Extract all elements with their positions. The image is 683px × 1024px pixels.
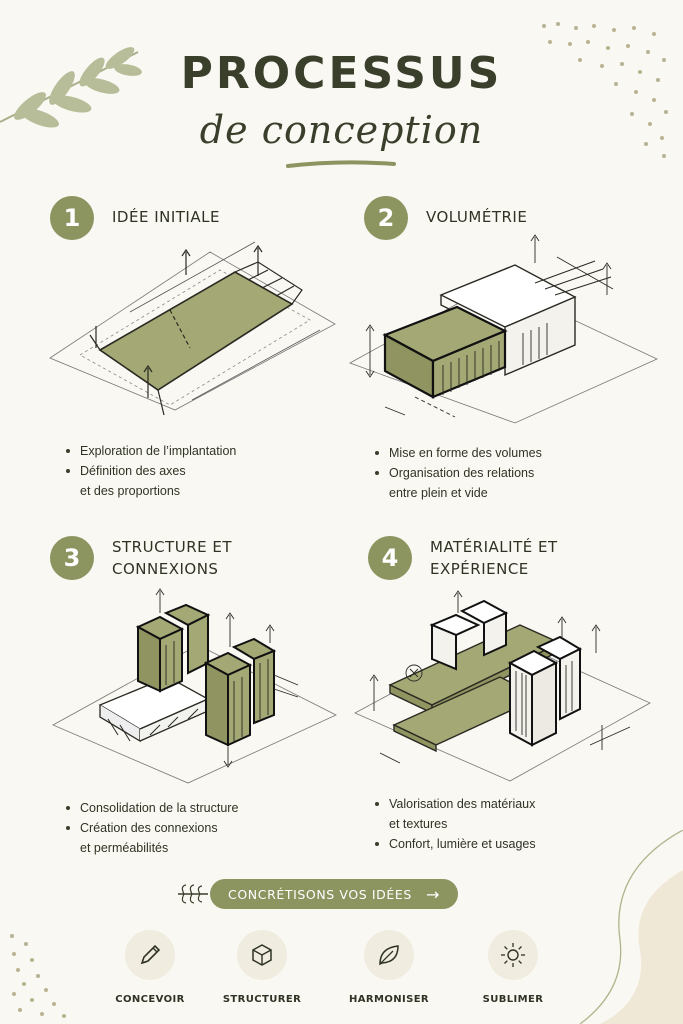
arrow-right-icon: → xyxy=(425,884,440,904)
step-4-title: MATÉRIALITÉ ET EXPÉRIENCE xyxy=(430,538,558,578)
step-2-bullets: Mise en forme des volumes Organisation d… xyxy=(375,443,542,503)
feature-label-structurer: STRUCTURER xyxy=(222,994,302,1005)
step-3-bullet-2-cont: et perméabilités xyxy=(80,841,169,855)
step-1-bullet-2-cont: et des proportions xyxy=(80,484,181,498)
sun-icon xyxy=(501,943,525,967)
title-underline-stroke xyxy=(286,160,396,168)
feature-structurer: STRUCTURER xyxy=(207,930,317,1005)
cube-icon xyxy=(252,944,272,966)
step-1-number: 1 xyxy=(50,196,94,240)
step-1-bullet-2: Définition des axes xyxy=(66,461,236,481)
step-3-structure-drawing xyxy=(52,588,337,784)
dots-decoration-bottom xyxy=(10,934,66,1018)
feature-sublimer: SUBLIMER xyxy=(458,930,568,1005)
page-title: PROCESSUS xyxy=(180,48,503,99)
step-2-bullet-2: Organisation des relations xyxy=(375,463,542,483)
step-3-bullet-2: Création des connexions xyxy=(66,818,238,838)
step-2-title: VOLUMÉTRIE xyxy=(426,208,528,226)
step-4-bullet-2: Confort, lumière et usages xyxy=(375,834,536,854)
dots-decoration-top xyxy=(542,22,668,158)
feature-label-harmoniser: HARMONISER xyxy=(348,994,430,1005)
step-4-materiality-drawing xyxy=(354,590,651,782)
step-4-bullet-1-cont: et textures xyxy=(389,817,448,831)
cta-button[interactable]: CONCRÉTISONS VOS IDÉES → xyxy=(210,879,458,909)
step-3-title: STRUCTURE ET CONNEXIONS xyxy=(112,538,233,578)
step-2-number: 2 xyxy=(364,196,408,240)
step-2-bullet-1: Mise en forme des volumes xyxy=(375,443,542,463)
step-3-bullets: Consolidation de la structure Création d… xyxy=(66,798,238,858)
step-3-bullet-1: Consolidation de la structure xyxy=(66,798,238,818)
step-1-bullet-1: Exploration de l’implantation xyxy=(66,441,236,461)
step-4-number: 4 xyxy=(368,536,412,580)
step-1-bullets: Exploration de l’implantation Définition… xyxy=(66,441,236,501)
leaf-icon xyxy=(379,945,399,966)
feature-label-sublimer: SUBLIMER xyxy=(482,994,544,1005)
page-subtitle: de conception xyxy=(199,108,484,152)
step-4-bullet-1: Valorisation des matériaux xyxy=(375,794,536,814)
step-4-bullets: Valorisation des matériaux et textures C… xyxy=(375,794,536,854)
step-3-number: 3 xyxy=(50,536,94,580)
sprig-icon xyxy=(178,884,208,904)
cta-label: CONCRÉTISONS VOS IDÉES xyxy=(228,886,412,902)
step-1-site-plan-drawing xyxy=(49,241,336,416)
leaf-branch-decoration xyxy=(0,47,142,128)
wave-decoration xyxy=(579,830,683,1024)
step-2-bullet-2-cont: entre plein et vide xyxy=(389,486,488,500)
feature-harmoniser: HARMONISER xyxy=(334,930,444,1005)
step-2-volume-drawing xyxy=(349,234,658,424)
feature-concevoir: CONCEVOIR xyxy=(95,930,205,1005)
feature-label-concevoir: CONCEVOIR xyxy=(115,994,185,1005)
step-1-title: IDÉE INITIALE xyxy=(112,208,220,226)
pencil-icon xyxy=(140,944,161,965)
